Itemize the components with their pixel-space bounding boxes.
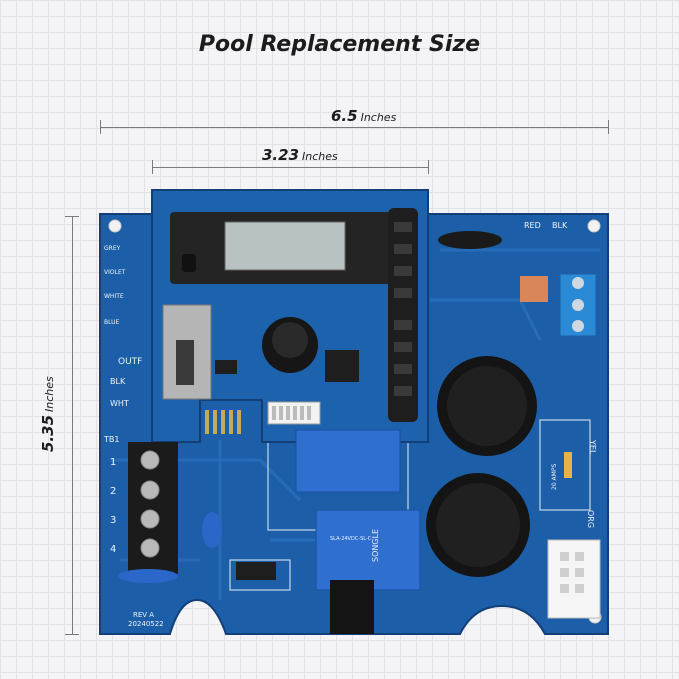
terminal-label-4: 4 bbox=[110, 544, 116, 555]
height-tick-bottom bbox=[65, 634, 79, 635]
copper-heatsink bbox=[520, 276, 548, 302]
outer-width-line bbox=[100, 127, 608, 128]
terminal-label-2: 2 bbox=[110, 486, 116, 497]
outer-width-tick-right bbox=[608, 120, 609, 134]
label-grey: GREY bbox=[104, 245, 121, 252]
outer-width-unit: Inches bbox=[360, 111, 397, 124]
page-title: Pool Replacement Size bbox=[198, 32, 481, 57]
terminal-label-3: 3 bbox=[110, 515, 116, 526]
label-blk: BLK bbox=[110, 377, 126, 386]
height-line bbox=[72, 216, 73, 634]
lcd-screen bbox=[224, 221, 346, 271]
relay-bottom bbox=[315, 509, 421, 591]
label-blk-top: BLK bbox=[552, 221, 568, 230]
outer-width-tick-left bbox=[100, 120, 101, 134]
chips bbox=[215, 350, 359, 580]
relay-top bbox=[295, 429, 401, 493]
terminal-label-1: 1 bbox=[110, 457, 116, 468]
label-white: WHITE bbox=[104, 293, 124, 300]
outer-width-value: 6.5 bbox=[331, 107, 358, 125]
label-org: ORG bbox=[586, 510, 595, 528]
blue-capacitor bbox=[202, 512, 222, 548]
label-tb1: TB1 bbox=[103, 435, 119, 444]
white-connector bbox=[547, 539, 601, 619]
height-tick-top bbox=[65, 216, 79, 217]
label-violet: VIOLET bbox=[104, 269, 126, 276]
label-red: RED bbox=[524, 221, 541, 230]
relay-model-text: SLA-24VDC-SL-C bbox=[330, 536, 372, 542]
lcd-button bbox=[182, 254, 196, 272]
fuse bbox=[564, 452, 572, 478]
label-blue: BLUE bbox=[104, 319, 120, 326]
inner-width-tick-right bbox=[428, 160, 429, 174]
inner-width-tick-left bbox=[152, 160, 153, 174]
label-yel: YEL bbox=[588, 439, 597, 455]
label-wht: WHT bbox=[110, 399, 129, 408]
inner-width-unit: Inches bbox=[302, 150, 338, 163]
label-out: OUTF bbox=[118, 357, 142, 367]
inner-width-value: 3.23 bbox=[262, 146, 300, 164]
label-date: 20240522 bbox=[128, 620, 164, 628]
inner-width-line bbox=[152, 167, 428, 168]
label-rev: REV A bbox=[133, 611, 154, 619]
relay-brand-text: SONGLE bbox=[371, 529, 380, 562]
label-amps: 20 AMPS bbox=[551, 464, 558, 490]
rj-connector bbox=[330, 580, 374, 634]
